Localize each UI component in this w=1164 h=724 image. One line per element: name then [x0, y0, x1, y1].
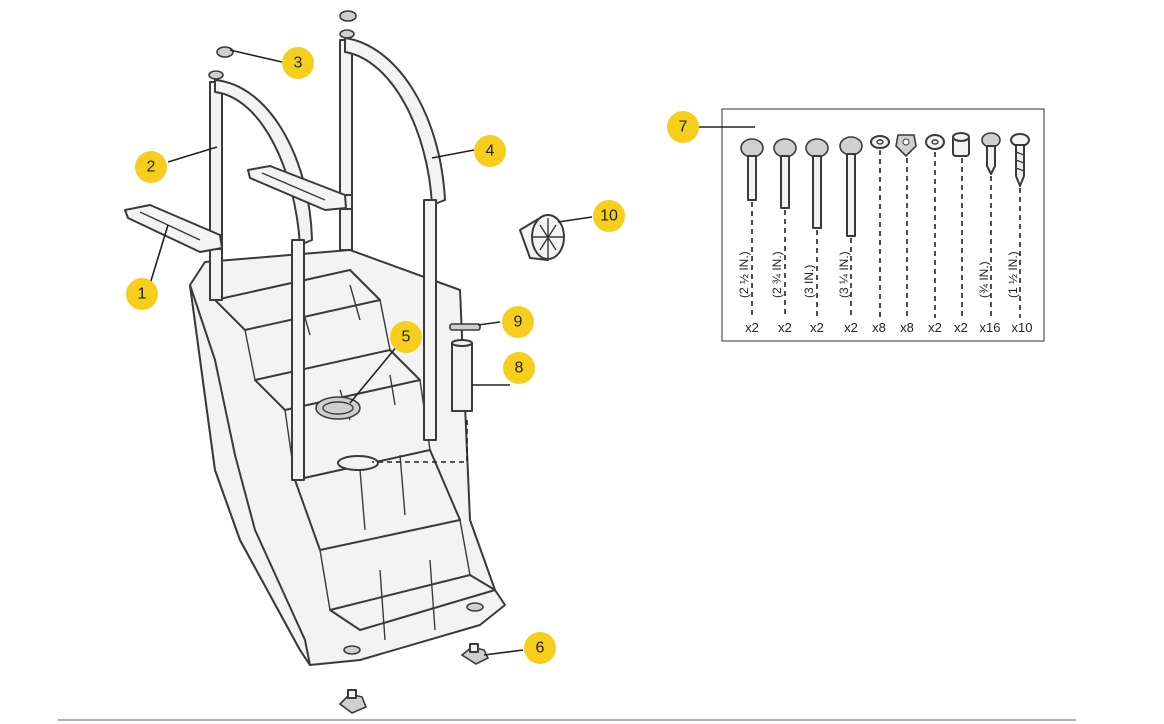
callout-9-label: 9 [514, 314, 523, 331]
pin [449, 323, 481, 331]
logo-badge [315, 396, 361, 420]
flat-washer-icon [870, 135, 890, 149]
washer-icon [925, 134, 945, 150]
leader-lines [149, 49, 755, 656]
callout-5: 5 [390, 321, 422, 353]
left-tread-bracket [124, 204, 223, 253]
screw-2-5-icon [740, 138, 764, 201]
callout-3: 3 [282, 47, 314, 79]
wood-screw-icon [1010, 133, 1030, 187]
callout-8-label: 8 [515, 360, 524, 377]
size-label: (2 ½ IN.) [737, 251, 751, 298]
qty-label: x10 [1012, 320, 1033, 335]
callout-5-label: 5 [402, 329, 411, 346]
callout-4-label: 4 [486, 143, 495, 160]
callout-4: 4 [474, 135, 506, 167]
screw-3-icon [805, 138, 829, 229]
callout-10: 10 [593, 200, 625, 232]
assembly-path [372, 420, 468, 463]
callout-3-label: 3 [294, 55, 303, 72]
qty-label: x2 [810, 320, 824, 335]
hardware-panel: (2 ½ IN.) (2 ¾ IN.) (3 IN.) (3 ¼ IN.) (¾… [721, 108, 1045, 342]
right-handrail [339, 29, 446, 441]
floor-pad [338, 643, 490, 714]
callout-2-label: 2 [147, 159, 156, 176]
qty-label: x8 [872, 320, 886, 335]
callout-6-label: 6 [536, 640, 545, 657]
step-unit [189, 249, 506, 666]
qty-label: x2 [745, 320, 759, 335]
right-tread-bracket [247, 165, 347, 211]
callout-8: 8 [503, 352, 535, 384]
size-label: (¾ IN.) [977, 261, 991, 298]
post-cap [216, 10, 357, 58]
size-label: (3 IN.) [802, 265, 816, 298]
callout-6: 6 [524, 632, 556, 664]
size-label: (1 ½ IN.) [1006, 251, 1020, 298]
callout-10-label: 10 [600, 208, 618, 225]
size-label: (2 ¾ IN.) [770, 251, 784, 298]
spacer-icon [952, 132, 970, 157]
qty-label: x2 [844, 320, 858, 335]
callout-7: 7 [667, 111, 699, 143]
sleeve [451, 339, 473, 412]
callout-9: 9 [502, 306, 534, 338]
callout-2: 2 [135, 151, 167, 183]
qty-label: x2 [954, 320, 968, 335]
qty-label: x16 [980, 320, 1001, 335]
size-label: (3 ¼ IN.) [837, 251, 851, 298]
qty-label: x2 [778, 320, 792, 335]
screw-2-75-icon [773, 138, 797, 209]
callout-7-label: 7 [679, 119, 688, 136]
callout-1: 1 [126, 278, 158, 310]
lock-nut-icon [895, 134, 917, 158]
qty-label: x8 [900, 320, 914, 335]
screw-3-25-icon [839, 136, 863, 237]
qty-label: x2 [928, 320, 942, 335]
anchor-insert [519, 214, 565, 261]
short-screw-icon [981, 132, 1001, 175]
callout-1-label: 1 [138, 286, 147, 303]
